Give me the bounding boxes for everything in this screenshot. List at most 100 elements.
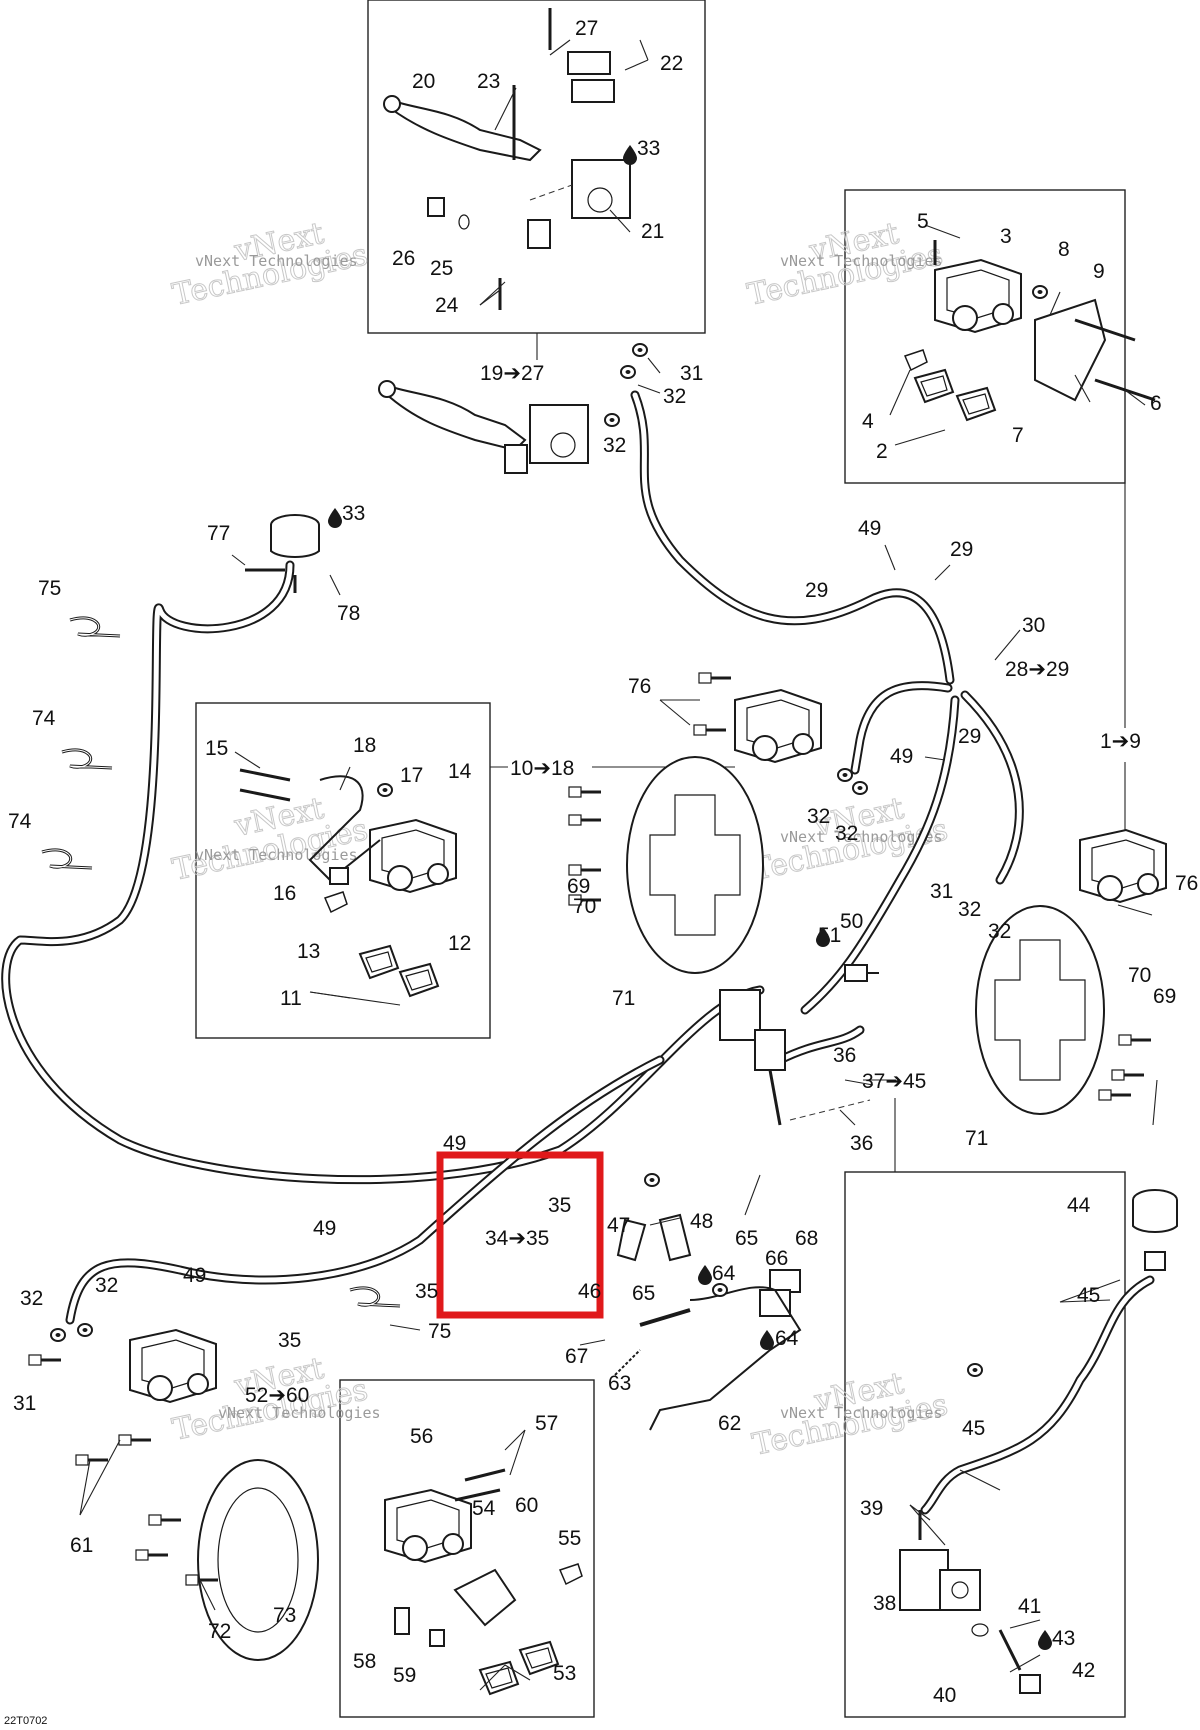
label-29c: 29 [958, 725, 981, 748]
label-49a: 49 [858, 517, 881, 540]
label-64b: 64 [775, 1327, 799, 1350]
front-right-disc [975, 905, 1105, 1115]
label-32e: 32 [958, 898, 981, 921]
fluid-drop-icon [698, 1265, 712, 1285]
label-31c: 31 [13, 1392, 36, 1415]
label-33a: 33 [637, 137, 660, 160]
label-30: 30 [1022, 614, 1045, 637]
label-43: 43 [1052, 1627, 1075, 1650]
label-49e: 49 [183, 1264, 206, 1287]
label-54: 54 [472, 1497, 496, 1520]
label-32b: 32 [603, 434, 626, 457]
label-21: 21 [641, 220, 664, 243]
highlight-box-34-35[interactable] [436, 1151, 604, 1319]
label-46: 46 [578, 1280, 601, 1303]
label-8: 8 [1058, 238, 1070, 261]
fluid-drop-icon [1038, 1630, 1052, 1650]
label-61: 61 [70, 1534, 93, 1557]
label-71b: 71 [965, 1127, 988, 1150]
master-cylinder-detail-box [367, 0, 706, 334]
label-23: 23 [477, 70, 500, 93]
front-left-disc [626, 756, 764, 974]
label-35a: 35 [548, 1194, 571, 1217]
label-39: 39 [860, 1497, 883, 1520]
label-5: 5 [917, 210, 929, 233]
label-16: 16 [273, 882, 296, 905]
rear-caliper [129, 1329, 217, 1403]
svg-text:vNext Technologies: vNext Technologies [780, 828, 943, 846]
label-45b: 45 [962, 1417, 985, 1440]
brake-pedal-assembly [614, 1173, 802, 1431]
label-70b: 70 [1128, 964, 1151, 987]
label-66: 66 [765, 1247, 788, 1270]
watermark-small: vNext Technologies [195, 252, 358, 270]
label-73: 73 [273, 1604, 296, 1627]
label-32a: 32 [663, 385, 686, 408]
label-50: 50 [840, 910, 863, 933]
label-56: 56 [410, 1425, 433, 1448]
label-47: 47 [607, 1214, 630, 1237]
label-6: 6 [1150, 392, 1162, 415]
brake-light-switch [844, 964, 879, 982]
label-36b: 36 [850, 1132, 873, 1155]
rear-disc [197, 1459, 319, 1661]
label-3: 3 [1000, 225, 1012, 248]
label-33b: 33 [342, 502, 365, 525]
diagram-code: 22T0702 [4, 1715, 47, 1727]
label-25: 25 [430, 257, 453, 280]
label-75a: 75 [38, 577, 61, 600]
label-19-27: 19➔27 [480, 362, 544, 385]
label-14: 14 [448, 760, 472, 783]
label-12: 12 [448, 932, 471, 955]
label-64a: 64 [712, 1262, 736, 1285]
label-32h: 32 [95, 1274, 118, 1297]
label-49c: 49 [443, 1132, 466, 1155]
svg-text:vNext Technologies: vNext Technologies [218, 1404, 381, 1422]
rear-reservoir [1132, 1189, 1178, 1271]
label-28-29: 28➔29 [1005, 658, 1069, 681]
fluid-drop-icon [760, 1330, 774, 1350]
label-48: 48 [690, 1210, 713, 1233]
label-40: 40 [933, 1684, 956, 1707]
label-63: 63 [608, 1372, 631, 1395]
label-67: 67 [565, 1345, 588, 1368]
front-left-caliper-detail-box [195, 702, 491, 1039]
fluid-drop-icon [328, 508, 342, 528]
label-74b: 74 [8, 810, 32, 833]
fluid-drop-icon [623, 145, 637, 165]
fluid-drop-icons [328, 145, 1052, 1650]
label-32c: 32 [807, 805, 830, 828]
label-65b: 65 [632, 1282, 655, 1305]
label-29b: 29 [805, 579, 828, 602]
label-42: 42 [1072, 1659, 1095, 1682]
proportioning-valve [719, 989, 871, 1126]
label-75b: 75 [428, 1320, 451, 1343]
label-78: 78 [337, 602, 360, 625]
label-76b: 76 [1175, 872, 1198, 895]
label-1-9: 1➔9 [1100, 730, 1141, 753]
label-36a: 36 [833, 1044, 856, 1067]
front-right-caliper [1079, 829, 1167, 903]
label-45a: 45 [1077, 1284, 1100, 1307]
label-49d: 49 [313, 1217, 336, 1240]
label-69a: 69 [567, 875, 590, 898]
label-13: 13 [297, 940, 320, 963]
label-15: 15 [205, 737, 228, 760]
label-10-18: 10➔18 [510, 757, 574, 780]
label-44: 44 [1067, 1194, 1091, 1217]
label-20: 20 [412, 70, 435, 93]
label-7: 7 [1012, 424, 1024, 447]
label-24: 24 [435, 294, 459, 317]
svg-text:vNext Technologies: vNext Technologies [780, 1404, 943, 1422]
label-55: 55 [558, 1527, 581, 1550]
label-31b: 31 [930, 880, 953, 903]
label-62: 62 [718, 1412, 741, 1435]
label-72: 72 [208, 1620, 231, 1643]
label-11: 11 [280, 987, 302, 1010]
label-26: 26 [392, 247, 415, 270]
label-53: 53 [553, 1662, 576, 1685]
svg-text:vNext Technologies: vNext Technologies [195, 846, 358, 864]
label-77: 77 [207, 522, 230, 545]
label-38: 38 [873, 1592, 896, 1615]
